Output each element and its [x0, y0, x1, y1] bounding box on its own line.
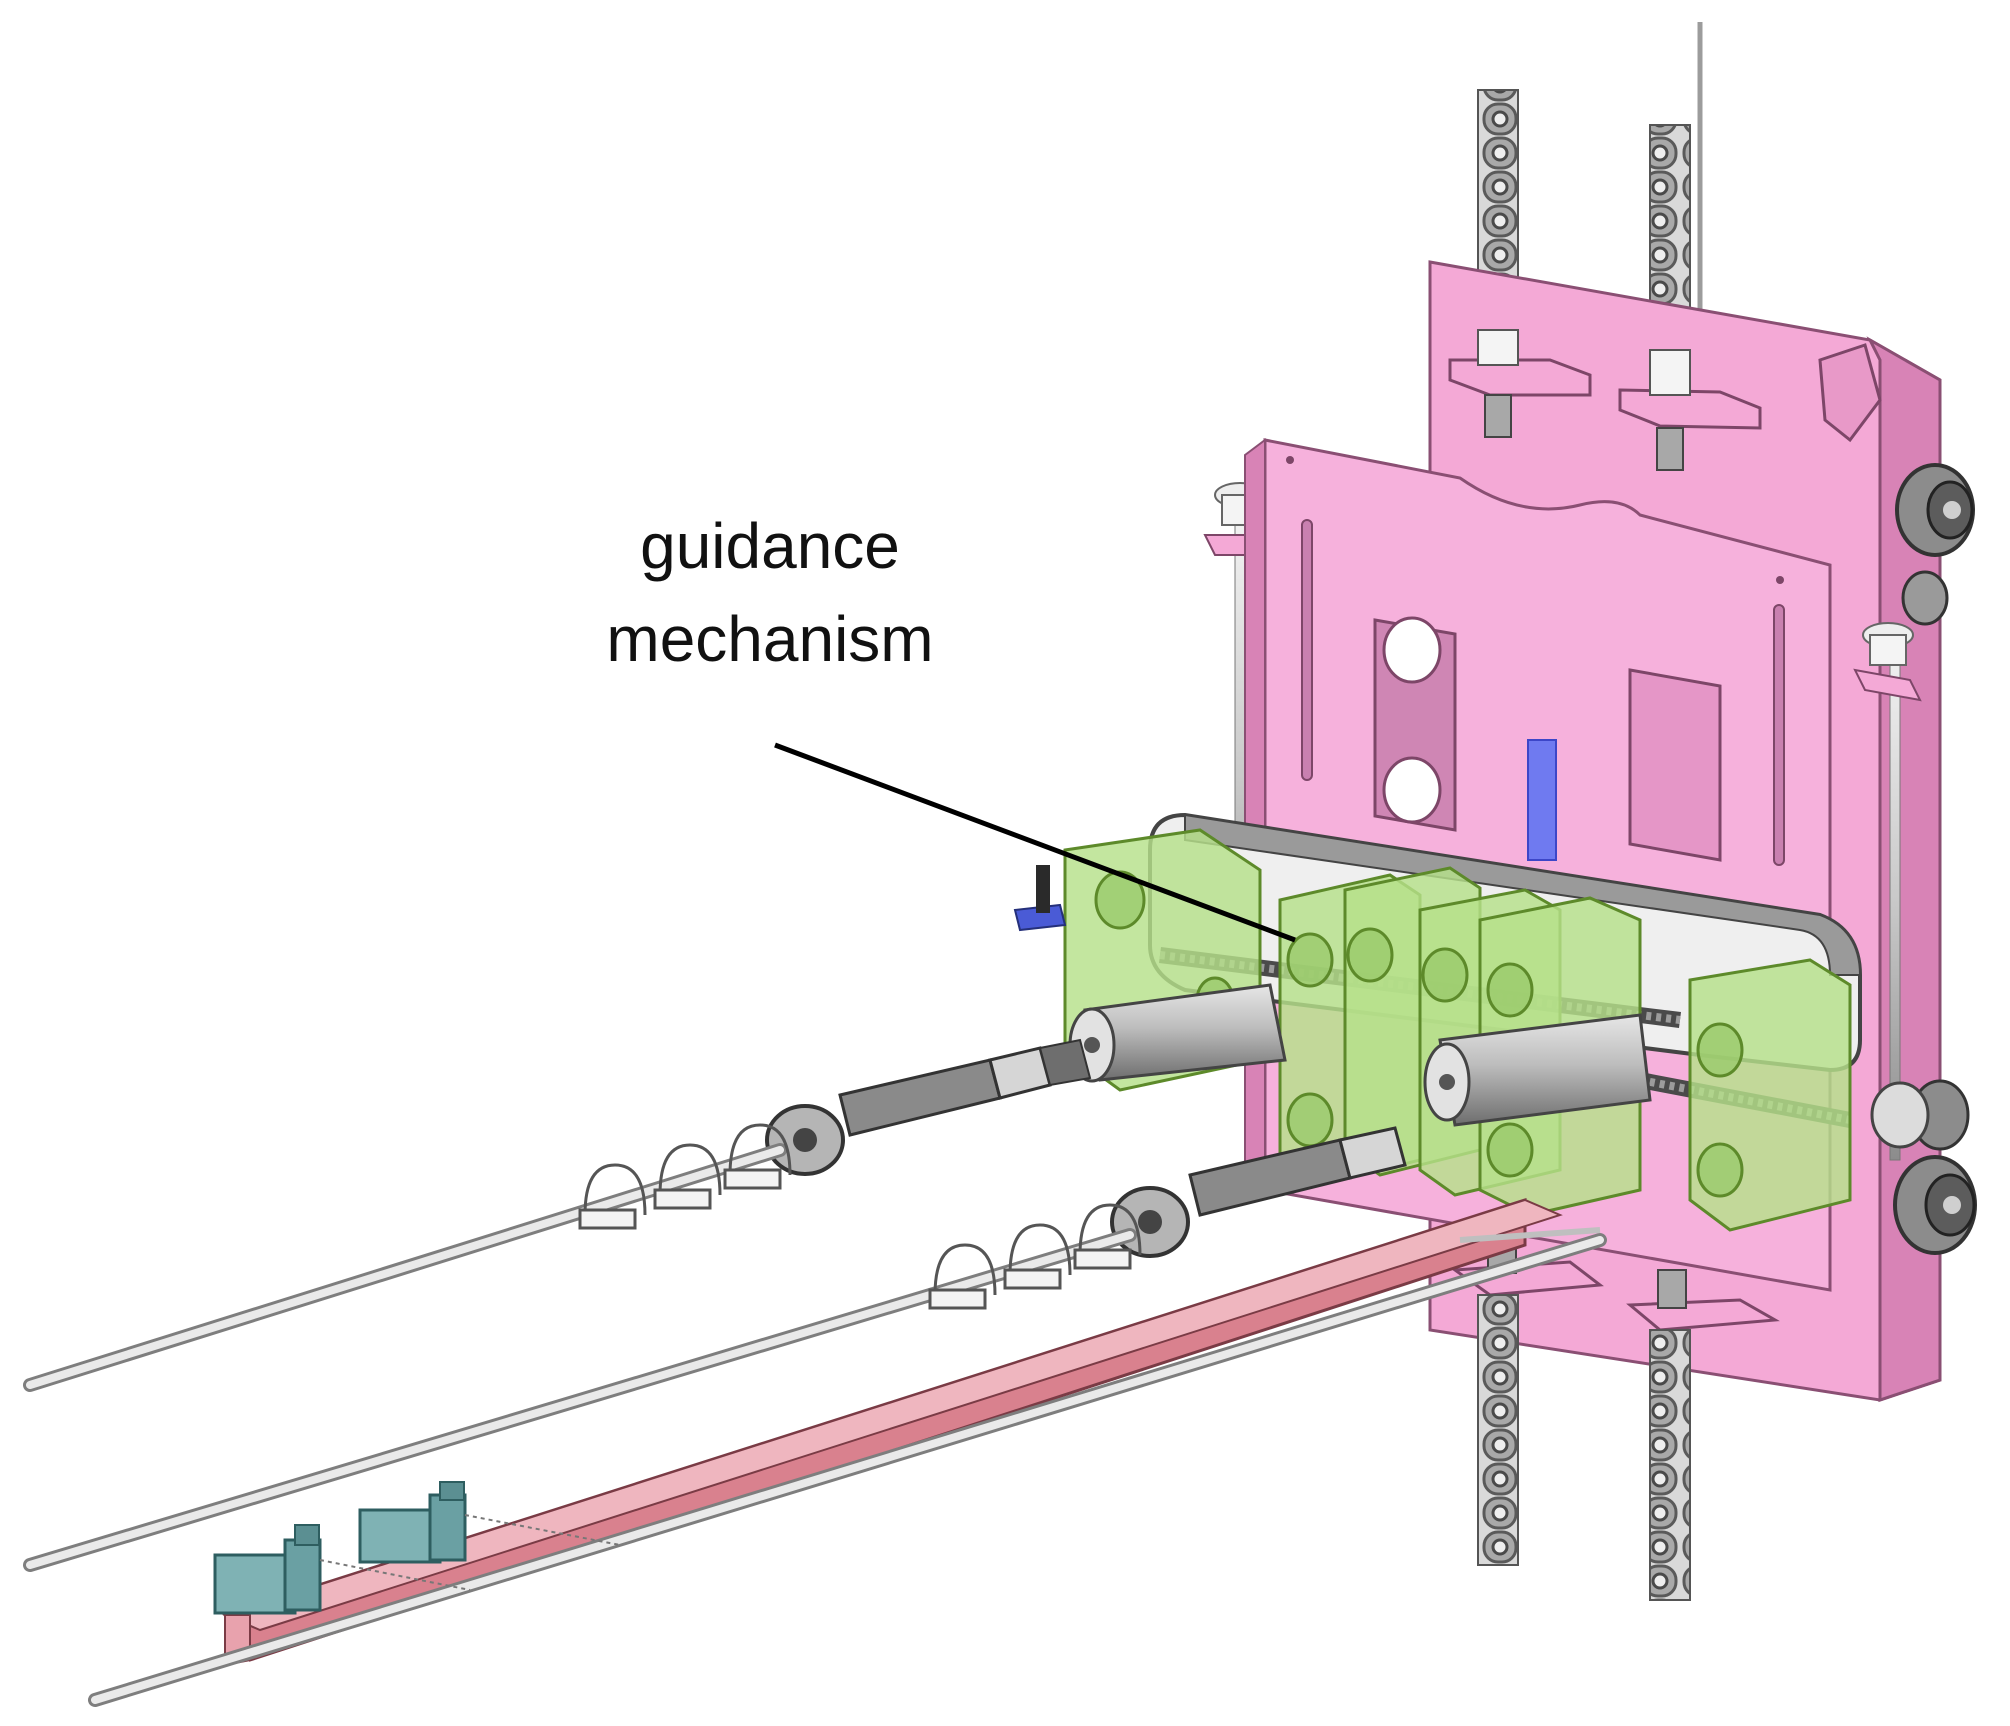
- motor-front: [213, 1524, 322, 1615]
- roller-upper-small: [1901, 570, 1949, 626]
- motors: [213, 1481, 621, 1615]
- measuring-scale: [1527, 739, 1557, 861]
- callout-line-2: mechanism: [606, 602, 934, 675]
- motor-rear: [358, 1481, 467, 1564]
- guide-rollers: [1893, 463, 1977, 1255]
- clip-group-lower: [928, 1203, 1142, 1310]
- wire-clips: [578, 1123, 1142, 1310]
- chain-lower-left: [1477, 1294, 1519, 1566]
- clip-group-upper: [578, 1123, 792, 1230]
- hydraulic-cylinders: [1068, 983, 1652, 1127]
- cylinder-upper: [1068, 983, 1287, 1083]
- callout-leader-line: [774, 742, 1296, 943]
- chain-lower-right: [1649, 1329, 1691, 1601]
- link-upper: [765, 1038, 1092, 1176]
- plate-hole-2: [1382, 756, 1442, 824]
- roller-lower: [1893, 1155, 1977, 1255]
- base-rail: [88, 1197, 1607, 1707]
- guide-block-6: [1688, 958, 1852, 1232]
- callout-label: guidance mechanism: [560, 500, 980, 686]
- callout-line-1: guidance: [640, 510, 900, 582]
- cylinder-lower: [1423, 1013, 1652, 1127]
- plate-hole-1: [1382, 616, 1442, 684]
- roller-upper: [1895, 463, 1975, 557]
- sensor-bracket: [1013, 865, 1067, 932]
